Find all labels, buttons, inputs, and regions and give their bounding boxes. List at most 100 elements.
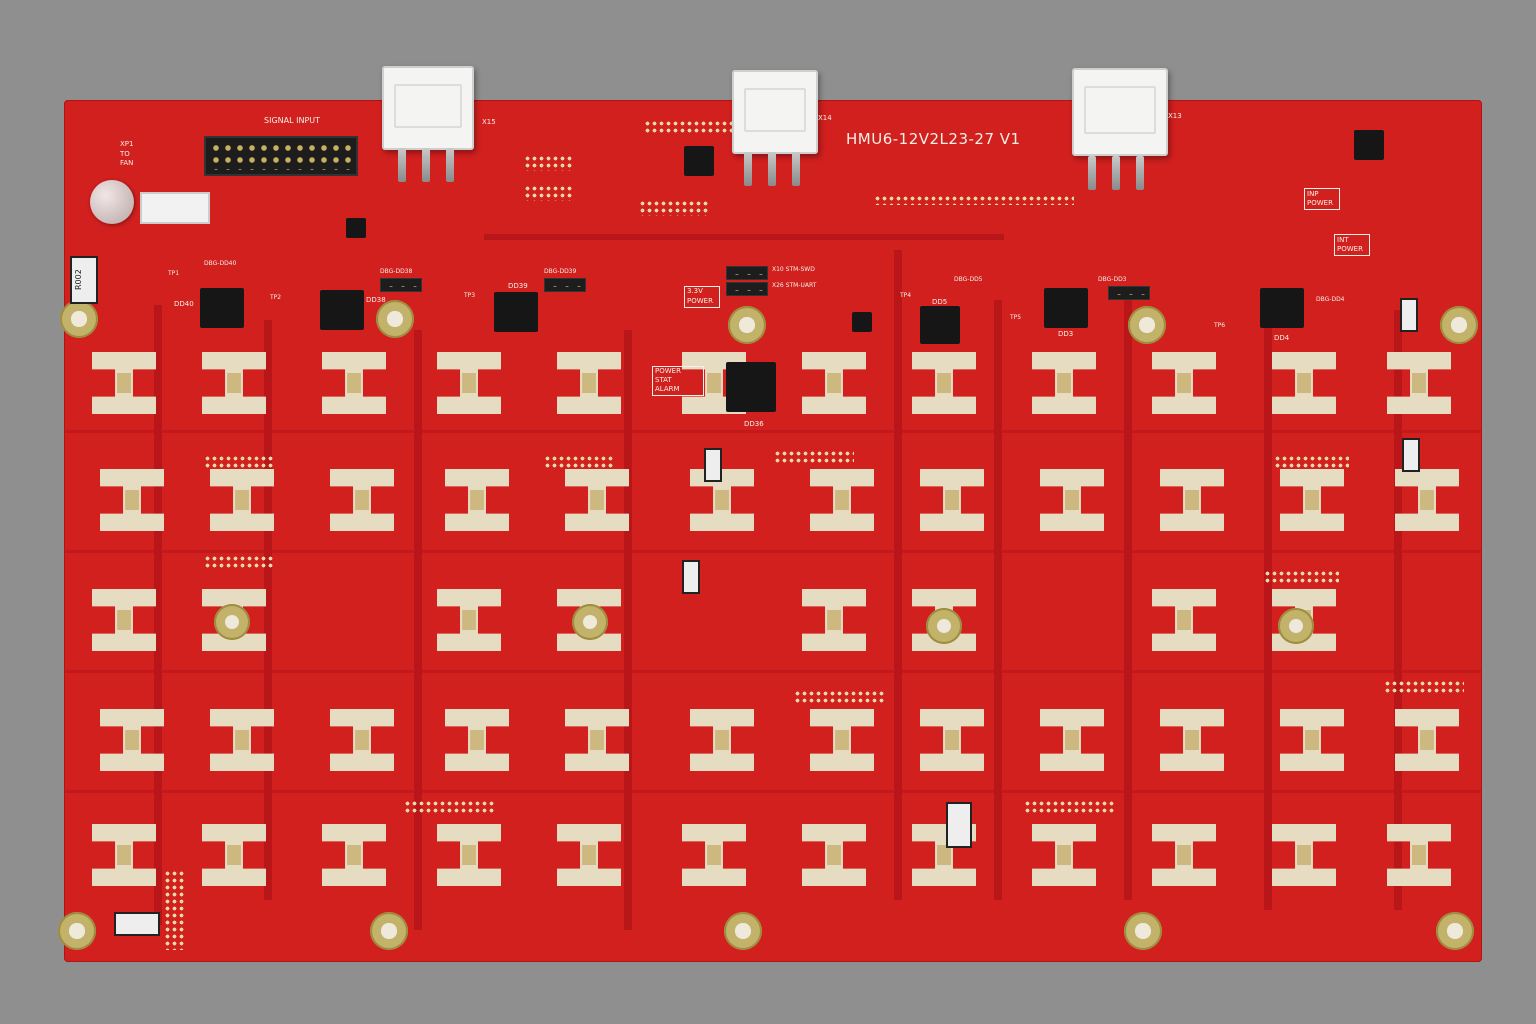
- test-point: TP4: [900, 292, 912, 299]
- via-array: [164, 870, 184, 950]
- power-indicator: POWER: [655, 367, 681, 375]
- fan-connector[interactable]: [140, 192, 210, 224]
- pad-via-cluster: [462, 845, 476, 865]
- connector-x15[interactable]: [382, 66, 474, 150]
- int-power-label: INT POWER: [1334, 234, 1370, 256]
- mounting-hole: [926, 608, 962, 644]
- inp-power-label: INP POWER: [1304, 188, 1340, 210]
- resistor-small: [682, 560, 700, 594]
- alarm-indicator: ALARM: [655, 385, 680, 393]
- pad-via-cluster: [707, 373, 721, 393]
- chip-dd36-mcu: [726, 362, 776, 412]
- mounting-hole: [728, 306, 766, 344]
- pad-via-cluster: [937, 373, 951, 393]
- pcb-trace: [414, 330, 422, 930]
- swd-header[interactable]: [726, 266, 768, 280]
- pad-via-cluster: [945, 490, 959, 510]
- pad-via-cluster: [715, 490, 729, 510]
- connector-label: X13: [1168, 112, 1182, 120]
- pad-via-cluster: [117, 610, 131, 630]
- pcb-trace: [1394, 310, 1402, 910]
- debug-header[interactable]: [1108, 286, 1150, 300]
- chip-dd39: [494, 292, 538, 332]
- pad-via-cluster: [1065, 730, 1079, 750]
- pad-via-cluster: [235, 730, 249, 750]
- via-array: [874, 195, 1074, 205]
- chip-label: DD40: [174, 300, 194, 308]
- pad-via-cluster: [590, 490, 604, 510]
- pad-via-cluster: [827, 610, 841, 630]
- connector-pin: [1136, 156, 1144, 190]
- debug-label: DBG-DD3: [1098, 276, 1127, 283]
- pad-via-cluster: [1305, 490, 1319, 510]
- pad-via-cluster: [1177, 610, 1191, 630]
- pad-via-cluster: [235, 490, 249, 510]
- mounting-hole: [1436, 912, 1474, 950]
- uart-label: X26 STM-UART: [772, 282, 817, 289]
- pad-via-cluster: [1065, 490, 1079, 510]
- debug-label: DBG-DD40: [204, 260, 237, 267]
- connector-pin: [1112, 156, 1120, 190]
- mounting-hole: [1128, 306, 1166, 344]
- chip-small: [852, 312, 872, 332]
- signal-input-header[interactable]: [204, 136, 358, 176]
- debug-label: DBG-DD4: [1316, 296, 1345, 303]
- pad-via-cluster: [835, 730, 849, 750]
- chip-small: [346, 218, 366, 238]
- power-box-voltage: 3.3V: [687, 287, 703, 295]
- pad-via-cluster: [1057, 845, 1071, 865]
- mounting-hole: [214, 604, 250, 640]
- debug-label: DBG-DD5: [954, 276, 983, 283]
- chip-label: DD36: [744, 420, 764, 428]
- chip-small: [684, 146, 714, 176]
- stat-indicator: STAT: [655, 376, 672, 384]
- pad-via-cluster: [470, 730, 484, 750]
- chip-label: DD38: [366, 296, 386, 304]
- via-array: [644, 120, 734, 134]
- mounting-hole: [1124, 912, 1162, 950]
- resistor-large: [114, 912, 160, 936]
- connector-pin: [446, 148, 454, 182]
- connector-x14[interactable]: [732, 70, 818, 154]
- pcb-trace: [894, 250, 902, 900]
- pcb-trace: [154, 305, 162, 925]
- pad-via-cluster: [347, 845, 361, 865]
- chip-label: DD3: [1058, 330, 1074, 338]
- pad-via-cluster: [715, 730, 729, 750]
- pad-via-cluster: [462, 373, 476, 393]
- chip-small: [1354, 130, 1384, 160]
- pcb-trace: [64, 430, 1482, 433]
- pad-via-cluster: [937, 845, 951, 865]
- pad-via-cluster: [117, 373, 131, 393]
- pad-via-cluster: [227, 845, 241, 865]
- swd-label: X10 STM-SWD: [772, 266, 815, 273]
- pad-via-cluster: [1177, 845, 1191, 865]
- pad-via-cluster: [355, 490, 369, 510]
- mounting-hole: [58, 912, 96, 950]
- uart-header[interactable]: [726, 282, 768, 296]
- resistor-small: [1402, 438, 1420, 472]
- power-box-label: POWER: [687, 297, 713, 305]
- pcb-trace: [1124, 300, 1132, 900]
- resistor-small: [1400, 298, 1418, 332]
- via-array: [524, 185, 574, 201]
- test-point: TP1: [168, 270, 180, 277]
- pad-via-cluster: [707, 845, 721, 865]
- signal-input-label: SIGNAL INPUT: [264, 116, 321, 125]
- pcb-trace: [264, 320, 272, 900]
- debug-header[interactable]: [544, 278, 586, 292]
- power-box: 3.3V POWER: [684, 286, 720, 308]
- debug-header[interactable]: [380, 278, 422, 292]
- pcb-trace: [624, 330, 632, 930]
- debug-label: DBG-DD39: [544, 268, 577, 275]
- chip-label: DD5: [932, 298, 948, 306]
- via-array: [1024, 800, 1114, 814]
- connector-x13[interactable]: [1072, 68, 1168, 156]
- via-array: [774, 450, 854, 464]
- pad-via-cluster: [945, 730, 959, 750]
- mounting-hole: [60, 300, 98, 338]
- pad-via-cluster: [1057, 373, 1071, 393]
- pad-via-cluster: [1412, 845, 1426, 865]
- connector-pin: [792, 152, 800, 186]
- h-pad-array: [92, 352, 1459, 886]
